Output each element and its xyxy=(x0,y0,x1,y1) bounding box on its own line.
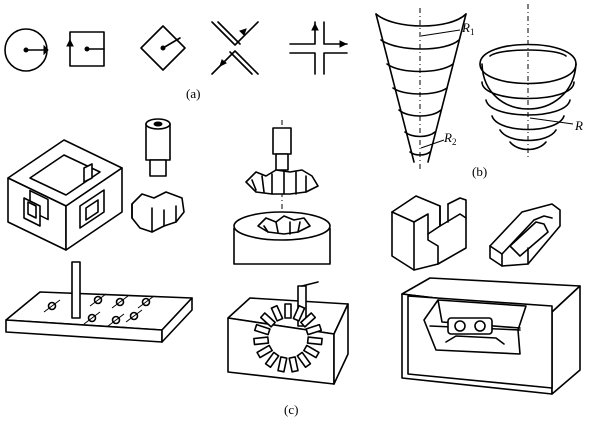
shaft-cutter xyxy=(131,118,185,233)
label-r2: R2 xyxy=(443,130,456,147)
radial-slot-plate xyxy=(227,281,349,385)
slotted-bar xyxy=(489,203,561,267)
hollow-cube xyxy=(7,139,123,251)
sphere-helix xyxy=(479,4,577,160)
cone-helix xyxy=(375,8,467,170)
plus-path-icon xyxy=(289,21,348,75)
drilled-plate xyxy=(5,261,193,343)
circular-path-icon xyxy=(4,28,49,72)
cassette-mould xyxy=(401,277,581,395)
cross-path-icon xyxy=(211,21,259,75)
label-c: (c) xyxy=(284,402,298,417)
gear-cutter xyxy=(245,120,319,230)
label-a: (a) xyxy=(186,86,200,101)
label-r: R xyxy=(574,118,583,133)
label-r1: R1 xyxy=(461,20,474,37)
radial-slots xyxy=(253,303,323,373)
hole-workpiece xyxy=(233,211,331,265)
stepped-block xyxy=(391,195,467,271)
diamond-path-icon xyxy=(140,25,186,71)
label-b: (b) xyxy=(472,164,487,179)
square-path-icon xyxy=(66,31,105,67)
